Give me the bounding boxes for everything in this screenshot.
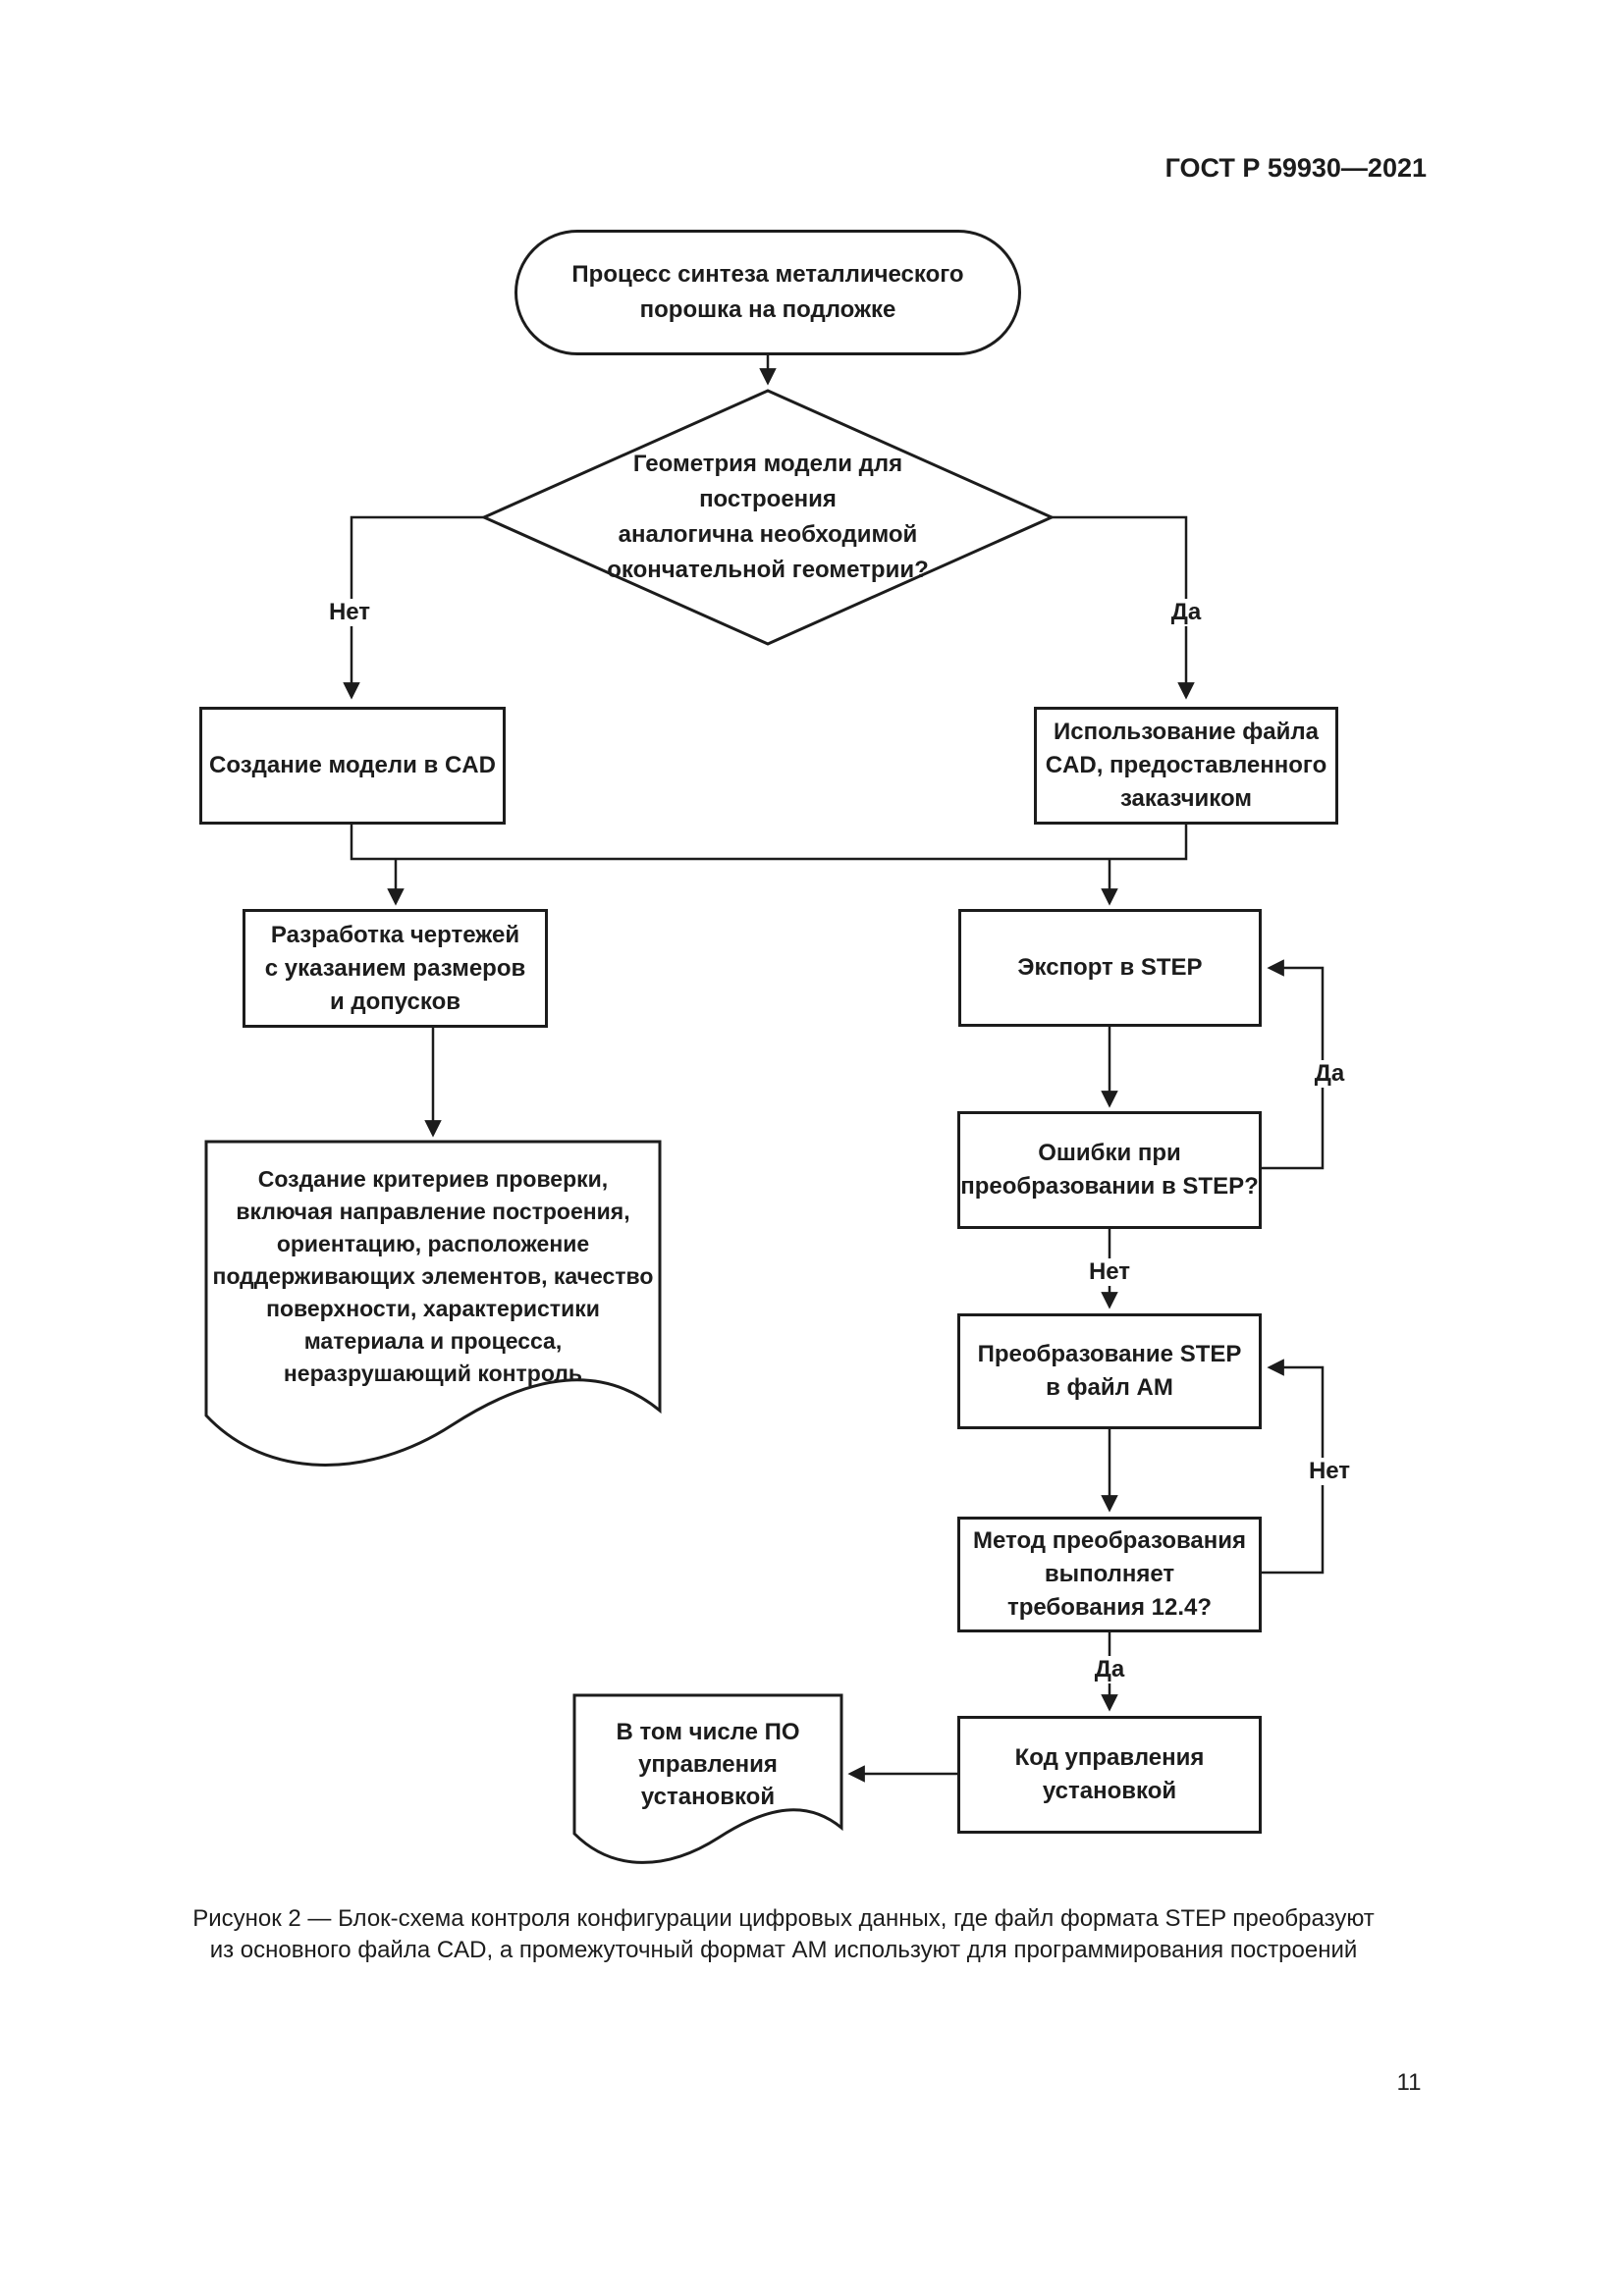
decision-errors-step: Ошибки при преобразовании в STEP?	[957, 1111, 1262, 1229]
connector-decision-yes	[1052, 515, 1195, 700]
decision-method-requirements: Метод преобразования выполняет требовани…	[957, 1517, 1262, 1632]
connector-merge-bus	[350, 825, 1188, 861]
process-develop-drawings: Разработка чертежей с указанием размеров…	[243, 909, 548, 1028]
figure-caption-line2: из основного файла CAD, а промежуточный …	[209, 1937, 1358, 1963]
criteria-document-text: Создание критериев проверки, включая нап…	[212, 1165, 654, 1386]
software-document-text: В том числе ПО управления установкой	[616, 1718, 800, 1810]
page-number: 11	[1396, 2069, 1422, 2096]
connector-decision-no	[343, 515, 484, 700]
process-machine-code: Код управления установкой	[957, 1716, 1262, 1834]
software-document-shape	[572, 1693, 843, 1864]
process-use-customer-cad: Использование файла CAD, предоставленног…	[1034, 707, 1338, 825]
label-yes-before-code: Да	[1085, 1656, 1134, 1683]
label-yes-right: Да	[1162, 599, 1211, 626]
process-export-step: Экспорт в STEP	[958, 909, 1262, 1027]
process-convert-step-am: Преобразование STEP в файл АМ	[957, 1313, 1262, 1429]
figure-caption: Рисунок 2 — Блок-схема контроля конфигур…	[128, 1903, 1439, 1966]
criteria-document-shape	[204, 1140, 662, 1467]
label-no-left: Нет	[319, 599, 380, 626]
label-no-convert-loop: Нет	[1299, 1458, 1360, 1485]
decision-diamond-shape	[480, 389, 1056, 646]
decision-geometry-text: Геометрия модели для построения аналогич…	[607, 451, 929, 583]
label-no-after-errors: Нет	[1079, 1258, 1140, 1286]
page-header: ГОСТ Р 59930—2021	[1164, 153, 1427, 183]
figure-caption-line1: Рисунок 2 — Блок-схема контроля конфигур…	[192, 1905, 1375, 1932]
label-yes-export-loop: Да	[1305, 1060, 1354, 1088]
process-create-cad: Создание модели в CAD	[199, 707, 506, 825]
start-terminator: Процесс синтеза металлического порошка н…	[514, 230, 1021, 355]
